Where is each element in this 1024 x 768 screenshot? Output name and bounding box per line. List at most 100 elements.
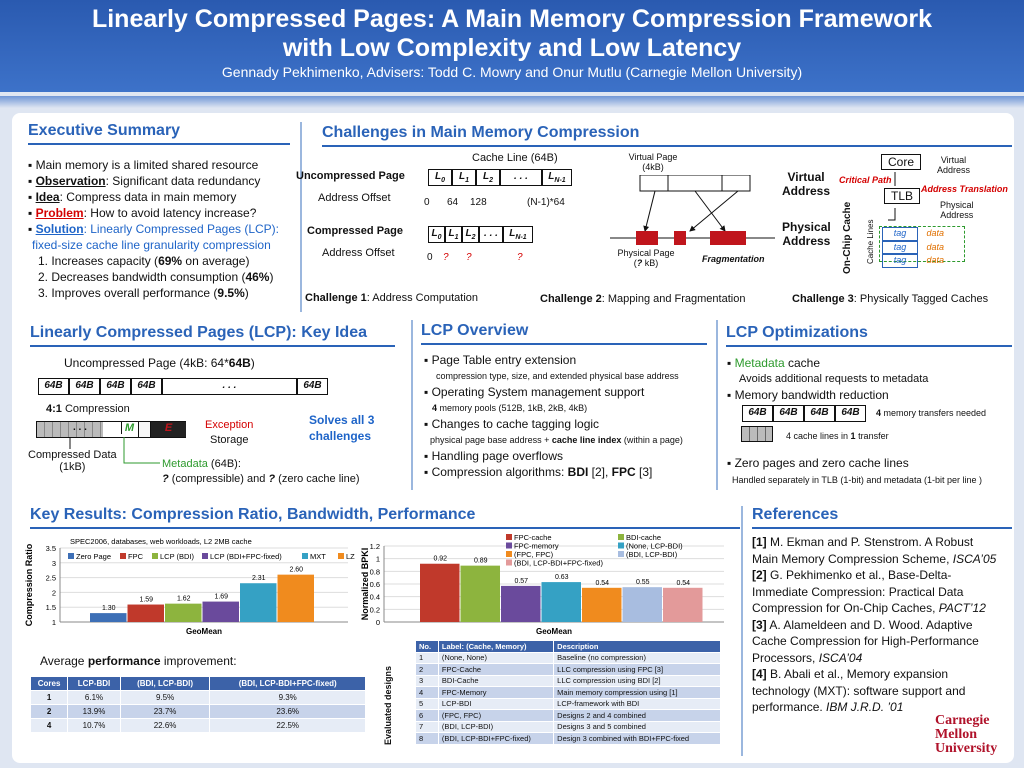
evaluated-designs-label: Evaluated designs (383, 665, 393, 745)
lcp-row-dots: . . . (162, 378, 297, 395)
unc-row-line-0: L (434, 171, 442, 182)
chart1-legend-swatch-4 (302, 553, 308, 559)
chart1-legend-swatch-2 (152, 553, 158, 559)
critical-path-label: Critical Path (839, 175, 892, 185)
solution-label: Solution (35, 222, 84, 236)
divider-3 (716, 320, 718, 490)
comp-row-sub-1: 1 (454, 234, 459, 241)
opt-m1b: cache (784, 356, 820, 370)
ov-i5b: BDI (567, 465, 589, 479)
metadata-desc: ? (compressible) and ? (zero cache line) (162, 473, 360, 485)
unc-row-sub-4: N-1 (554, 177, 566, 184)
offset-128: 128 (470, 197, 487, 208)
gap (138, 422, 150, 437)
designs-table-cell-5-2: Designs 2 and 4 combined (553, 709, 721, 722)
chart1-label-3: 1.69 (214, 594, 228, 601)
ratio_b: Compression (61, 403, 130, 415)
perf-table-cell-2-0: 4 (29, 718, 69, 733)
designs-table-cell-4-2: LCP-framework with BDI (553, 697, 721, 710)
ov-i3c: (within a page) (621, 435, 683, 445)
c-offset-q1: ? (443, 252, 449, 263)
designs-table-th-1: Label: (Cache, Memory) (437, 640, 555, 653)
designs-table-th-0: No. (415, 640, 439, 653)
r2b: Immediate Compression: Practical Data (752, 584, 964, 599)
opt-m2: Memory bandwidth reduction (734, 388, 889, 402)
perf-label: Average performance improvement: (40, 654, 237, 668)
ov-i2: Operating System management support (431, 385, 645, 399)
compressed-data-label: Compressed Data(1kB) (28, 449, 117, 473)
chart2-label-1: 0.89 (474, 558, 488, 565)
table-row: 7(BDI, LCP-BDI)Designs 3 and 5 combined (415, 720, 721, 733)
data-2: data (926, 241, 945, 252)
ov-i4: Handling page overflows (431, 449, 564, 463)
r1c: ISCA’05 (952, 551, 997, 566)
ov-i1: Page Table entry extension (431, 353, 577, 367)
tag-1: tag (882, 227, 918, 241)
cd2: (1kB) (59, 461, 86, 473)
comp-row-cell-2: L2 (462, 226, 479, 243)
comp-row-cell-0: L0 (428, 226, 445, 243)
perf-table-th-0: Cores (29, 676, 69, 691)
paddr2: Address (940, 210, 974, 220)
offset-n: (N-1)*64 (527, 197, 565, 208)
chart2-label-4: 0.54 (595, 580, 609, 587)
chart1-bar-1 (127, 604, 164, 622)
chart1-legend-0: Zero Page (76, 552, 111, 561)
on-chip-cache-label: On-Chip Cache (842, 201, 853, 274)
exception-cell: E (150, 422, 186, 437)
data-3: data (926, 255, 945, 265)
four_b: memory transfers needed (881, 408, 987, 418)
physical-frag-2 (674, 231, 686, 245)
ov-i2b: memory pools (512B, 1kB, 2kB, 4kB) (437, 403, 588, 413)
chart1-ylabel: Compression Ratio (24, 543, 34, 626)
table-row: 8(BDI, LCP-BDI+FPC-fixed)Design 3 combin… (415, 732, 721, 745)
perf_c: improvement: (160, 654, 237, 668)
opt-m3s: Handled separately in TLB (1-bit) and me… (732, 475, 982, 485)
divider-2 (411, 320, 413, 490)
virtual-page-box (639, 175, 751, 192)
chart2-bar-1 (460, 565, 500, 622)
opt-list: ▪ Metadata cache Avoids additional reque… (727, 356, 929, 402)
comp-row-sub-2: 2 (471, 234, 476, 241)
designs-table-cell-4-0: 5 (415, 697, 439, 710)
compressed-dots: . . . (73, 422, 87, 433)
idea-text: : Compress data in main memory (59, 190, 237, 204)
comp-row-line-2: L (465, 228, 472, 239)
r1b: Main Memory Compression Scheme, (752, 551, 953, 566)
ov-i3b: cache line index (551, 435, 622, 445)
perf-table-cell-2-2: 22.6% (119, 718, 211, 733)
chart1-label-5: 2.60 (289, 567, 303, 574)
chart2-ytick-4: 0.8 (370, 567, 380, 576)
offset-64: 64 (447, 197, 459, 208)
pp: Physical Page (617, 248, 675, 258)
designs-table-cell-6-1: (BDI, LCP-BDI) (437, 720, 555, 733)
references-title: References (752, 506, 839, 523)
address-translation-label: Address Translation (921, 184, 1008, 194)
chart2-bar-0 (420, 563, 460, 622)
title-line-2: with Low Complexity and Low Latency (282, 34, 742, 62)
chart2-label-3: 0.63 (555, 574, 569, 581)
r4n: [4] (752, 667, 767, 681)
perf-table-cell-0-0: 1 (29, 690, 69, 705)
vp: Virtual Page (628, 152, 678, 162)
tag-3: tag (882, 254, 918, 268)
chart2-legend-swatch-3 (618, 542, 624, 549)
r1n: [1] (752, 535, 767, 549)
compressed-page-label: Compressed Page (307, 225, 403, 237)
chart1-legend-swatch-0 (68, 553, 74, 559)
mapping-diagram (610, 175, 775, 245)
c1b: : Address Computation (366, 292, 479, 304)
ov-i3: Changes to cache tagging logic (431, 417, 600, 431)
unc-row-cell-0: L0 (428, 169, 452, 186)
chart1-legend-2: LCP (BDI) (160, 552, 195, 561)
c-offset-q3: ? (517, 252, 523, 263)
chart1-bar-2 (165, 603, 202, 622)
four_a: 4 (876, 408, 882, 418)
chart2-legend-swatch-2 (506, 542, 512, 549)
tlb-box: TLB (884, 188, 921, 204)
comp-row-cell-4: LN-1 (503, 226, 533, 243)
